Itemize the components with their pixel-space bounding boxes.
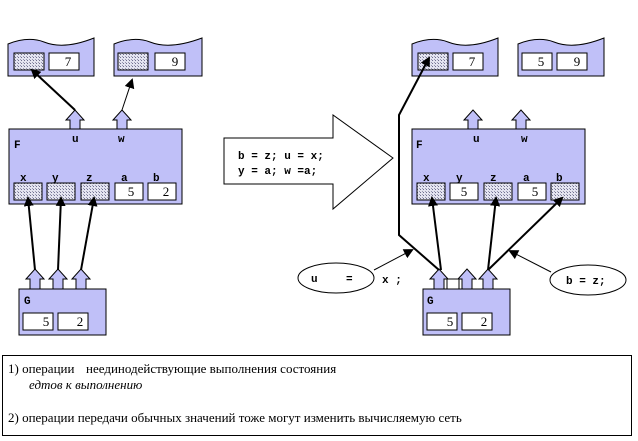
callout-b-eq-z: b = z; [508, 250, 627, 296]
right-g-name: G [427, 296, 434, 308]
right-f-cell-z [483, 182, 513, 201]
transform-line-2: y = a; w =a; [238, 166, 317, 178]
right-g-value-1: 5 [447, 314, 454, 329]
left-f-input-a-label: a [121, 173, 128, 185]
left-arrow-g-to-x [23, 196, 36, 271]
left-tank-2-value-cell [154, 52, 186, 71]
right-tank-2-value-cell-2 [556, 52, 588, 71]
callout-u-pointer [373, 249, 414, 271]
right-g-cell-1 [426, 312, 458, 331]
left-f-name: F [14, 140, 21, 152]
callout-u-label: u [311, 274, 318, 286]
left-tank-2-value: 9 [172, 54, 179, 69]
left-tank-1: 7 [7, 37, 95, 77]
left-g-value-1: 5 [43, 314, 50, 329]
left-f-input-y-label: y [52, 173, 59, 185]
left-tank-2-hatched-cell [117, 52, 149, 71]
right-tank-1: 7 [411, 37, 499, 77]
right-f-input-z-label: z [490, 173, 497, 185]
left-f-output-u-port [64, 109, 86, 130]
right-f-node: F u w x y z a b 5 5 [411, 109, 586, 205]
left-arrow-g-to-y [55, 196, 66, 271]
callout-x-label: x ; [382, 275, 402, 287]
left-g-node: G 5 2 [18, 268, 107, 336]
right-g-port-3 [456, 268, 478, 290]
left-f-cell-b [147, 182, 177, 201]
right-f-name: F [416, 140, 423, 152]
right-g-value-2: 2 [481, 314, 488, 329]
left-tank-1-value: 7 [65, 54, 72, 69]
left-arrows [23, 68, 135, 271]
left-f-node: F u w x y z a b 5 2 [8, 109, 183, 205]
note-1-overlap: неединодействующие выполнения состояния [86, 361, 337, 376]
right-f-cell-a [517, 182, 547, 201]
right-f-input-x-label: x [423, 173, 430, 185]
left-tank-2: 9 [113, 37, 203, 77]
left-f-output-u-label: u [72, 134, 79, 146]
right-tank-2-value-cell-1 [521, 52, 553, 71]
note-1-continuation: едтов к выполнению [29, 377, 143, 392]
left-f-output-w-label: w [118, 134, 125, 146]
right-g-port-4 [477, 268, 499, 290]
right-g-port-2 [446, 278, 460, 290]
left-g-cell-1 [22, 312, 54, 331]
left-arrow-g-to-z [80, 196, 98, 271]
notes-box: 1) операции неединодействующие выполнени… [2, 355, 632, 436]
note-1-prefix: 1) операции [8, 361, 75, 376]
callout-b-pointer [508, 250, 552, 273]
right-f-output-u-label: u [473, 134, 480, 146]
left-arrow-u-to-tank1 [30, 68, 76, 111]
right-g-cell-2 [461, 312, 493, 331]
left-g-value-2: 2 [77, 314, 84, 329]
left-f-cell-z [80, 182, 110, 201]
note-2: 2) операции передачи обычных значений то… [8, 410, 462, 425]
callout-u-eq-x: u = x ; [297, 249, 414, 294]
right-f-output-u-port [462, 109, 484, 130]
right-arrow-g-to-z [487, 196, 501, 271]
right-f-input-b-label: b [556, 173, 563, 185]
right-g-port-1 [428, 268, 450, 290]
left-tank-1-value-cell [48, 52, 80, 71]
right-g-node: G 5 2 [422, 268, 511, 336]
left-tank-1-hatched-cell [13, 52, 45, 71]
left-g-port-2 [47, 268, 69, 290]
right-arrow-g-to-tank1 [398, 56, 440, 271]
right-f-cell-y [449, 182, 479, 201]
left-f-input-z-label: z [86, 173, 93, 185]
right-f-cell-b [550, 182, 580, 201]
right-f-output-w-port [510, 109, 532, 130]
left-f-cell-a [114, 182, 144, 201]
right-tank-2-value-1: 5 [538, 54, 545, 69]
left-g-cell-2 [57, 312, 89, 331]
left-g-port-1 [24, 268, 46, 290]
right-tank-2: 5 9 [517, 37, 605, 77]
right-f-input-a-label: a [523, 173, 530, 185]
left-g-port-3 [70, 268, 92, 290]
right-f-cell-x [416, 182, 446, 201]
right-f-input-y-label: y [456, 173, 463, 185]
callout-eq-label: = [346, 274, 353, 286]
right-tank-1-hatched-cell [417, 52, 449, 71]
right-f-value-a: 5 [532, 184, 539, 199]
transform-line-1: b = z; u = x; [238, 151, 324, 163]
left-arrow-w-to-tank2 [121, 78, 135, 111]
left-f-cell-y [46, 182, 76, 201]
right-arrows [398, 56, 564, 271]
left-f-cell-x [13, 182, 43, 201]
right-tank-1-value: 7 [469, 54, 476, 69]
right-arrow-g-to-b [487, 196, 564, 271]
left-f-value-a: 5 [128, 184, 135, 199]
right-tank-1-value-cell [452, 52, 484, 71]
right-arrow-g-to-x [428, 196, 442, 271]
left-g-name: G [24, 296, 31, 308]
left-f-output-w-port [111, 109, 133, 130]
right-f-value-y: 5 [461, 184, 468, 199]
right-tank-2-value-2: 9 [574, 54, 581, 69]
right-f-output-w-label: w [521, 134, 528, 146]
left-f-value-b: 2 [163, 184, 170, 199]
left-f-input-b-label: b [153, 173, 160, 185]
callout-b-label: b = z; [566, 276, 606, 288]
transform-arrow: b = z; u = x; y = a; w =a; [223, 114, 394, 211]
left-f-input-x-label: x [20, 173, 27, 185]
